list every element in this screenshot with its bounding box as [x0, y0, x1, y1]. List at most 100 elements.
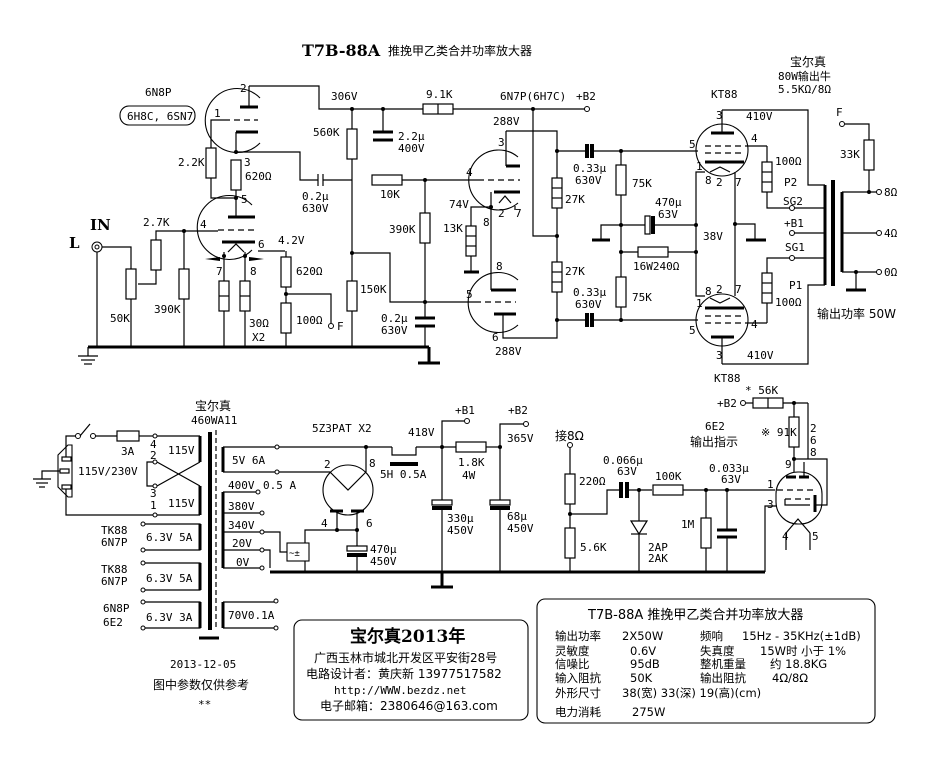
- resistor-label: 1M: [681, 518, 695, 531]
- voltage-label: 365V: [507, 432, 534, 445]
- feedback-out-terminal[interactable]: [839, 121, 845, 127]
- credits-email[interactable]: 电子邮箱：2380646@163.com: [320, 698, 498, 713]
- credits-url[interactable]: http://WWW.bezdz.net: [334, 684, 466, 697]
- voltage-label: 4.2V: [278, 234, 305, 247]
- b1-terminal[interactable]: [789, 230, 795, 236]
- capacitor-label: 450V: [507, 522, 534, 535]
- tap-label: 8Ω: [884, 186, 898, 199]
- pin-label: 4: [751, 318, 758, 331]
- heater-windings: TK88 6N7P 6.3V 5A TK88 6N7P 6.3V 5A 6N8P…: [101, 521, 202, 631]
- tap-0ohm[interactable]: [876, 269, 882, 275]
- capacitor-label: 2.2μ: [398, 130, 425, 143]
- resistor-label: ※ 91K: [761, 426, 797, 439]
- heater-label: 6N7P: [101, 536, 128, 549]
- pin-label: 1: [767, 478, 774, 491]
- sg1-terminal[interactable]: [789, 255, 795, 261]
- spec-key: 输入阻抗: [555, 671, 601, 685]
- fuse-label: 3A: [121, 445, 135, 458]
- b2-supply-terminal[interactable]: [523, 421, 529, 427]
- diode-label: 2AP: [648, 541, 668, 554]
- resistor-100: [280, 302, 292, 334]
- resistor-75k-b: [615, 276, 627, 308]
- resistor-390k-b: [419, 212, 431, 244]
- capacitor-label: 63V: [658, 208, 678, 221]
- tap-4ohm[interactable]: [876, 230, 882, 236]
- potentiometer-50k[interactable]: [125, 268, 137, 300]
- credits-headline: 宝尔真2013年: [350, 626, 465, 647]
- resistor-label: 27K: [565, 265, 585, 278]
- resistor-label: 9.1K: [426, 88, 453, 101]
- heater-spec: 6.3V 3A: [146, 611, 193, 624]
- heater-label: 6E2: [103, 616, 123, 629]
- voltage-label: 306V: [331, 90, 358, 103]
- disclaimer-label: 图中参数仅供参考: [153, 677, 249, 692]
- voltage-label: 288V: [495, 345, 522, 358]
- pin-label: 8: [250, 265, 257, 278]
- pin-label: 3: [498, 136, 505, 149]
- spec-key: 整机重量: [700, 657, 746, 671]
- pin-label: 4: [466, 166, 473, 179]
- stage1-alt-box: [119, 105, 196, 126]
- capacitor-label: 630V: [381, 324, 408, 337]
- b2-label: +B2: [576, 90, 596, 103]
- capacitor-label: 0.2μ: [381, 312, 408, 325]
- spec-value: 95dB: [630, 657, 660, 671]
- pin-label: 2: [150, 449, 157, 462]
- capacitor-label: 450V: [447, 524, 474, 537]
- level-indicator: 接8Ω 220Ω 5.6K 0.066μ 63V 2AP 2AK 100K 1M…: [555, 384, 828, 572]
- spec-value: 约 18.8KG: [770, 657, 827, 671]
- resistor-100-sg2: [761, 161, 773, 193]
- resistor-2.7k: [150, 239, 162, 271]
- feedback-terminal[interactable]: [328, 323, 334, 329]
- diode-2ap: [629, 520, 649, 536]
- indicator-tube-envelope: [775, 471, 823, 525]
- spec-value: 15W时 小于 1%: [760, 644, 846, 658]
- resistor-label: 27K: [565, 193, 585, 206]
- b1-label: +B1: [455, 404, 475, 417]
- resistor-label: 560K: [313, 126, 340, 139]
- resistor-390k: [178, 268, 190, 300]
- spec-value: 275W: [632, 705, 665, 719]
- resistor-label: 5.6K: [580, 541, 607, 554]
- b2-terminal[interactable]: [584, 106, 590, 112]
- indicator-input-terminal[interactable]: [567, 442, 573, 448]
- tube-label: 5Z3PAT X2: [312, 422, 372, 435]
- power-supply: 5Z3PAT X2 2 8 4 6 470μ 450V ~± 5H 0.5A: [264, 404, 765, 589]
- power-switch[interactable]: [79, 423, 91, 437]
- pin-label: 2: [498, 207, 505, 220]
- mains-label: 115V/230V: [78, 465, 138, 478]
- date-label: 2013-12-05: [170, 658, 236, 671]
- tap-8ohm[interactable]: [876, 189, 882, 195]
- voltage-label: 74V: [449, 198, 469, 211]
- stage1-tube-label: 6N8P: [145, 86, 172, 99]
- output-transformer: 宝尔真 80W输出牛 5.5KΩ/8Ω F 33K 8Ω 4Ω 0Ω 输出功率 …: [778, 54, 898, 321]
- spec-key: 电力消耗: [555, 705, 601, 719]
- spec-row: 灵敏度 0.6V 失真度 15W时 小于 1%: [555, 644, 846, 658]
- tap-label: SG1: [785, 241, 805, 254]
- b1-supply-terminal[interactable]: [464, 418, 470, 424]
- heater-label: TK88: [101, 563, 128, 576]
- primary-label: 115V: [168, 497, 195, 510]
- capacitor-label: 63V: [617, 465, 637, 478]
- voltage-label: 410V: [746, 110, 773, 123]
- capacitor-label: 470μ: [370, 543, 397, 556]
- indicator-b2-terminal[interactable]: [740, 400, 746, 406]
- spec-key: 失真度: [700, 644, 735, 658]
- pin-label: 5: [466, 288, 473, 301]
- resistor-label: 13K: [443, 222, 463, 235]
- iec-socket: [57, 444, 73, 498]
- pot-label: 50K: [110, 312, 130, 325]
- stars-label: **: [198, 698, 211, 711]
- output-stage: 0.33μ 630V 0.33μ 630V 75K 75K 470μ 63V 1…: [557, 88, 825, 385]
- secondary-label: 5V 6A: [232, 454, 265, 467]
- secondary-label: 380V: [228, 500, 255, 513]
- resistor-label: 30Ω: [249, 317, 269, 330]
- capacitor-label: 400V: [398, 142, 425, 155]
- resistor-560k: [346, 128, 358, 160]
- spec-key: 信噪比: [555, 657, 590, 671]
- diode-label: 2AK: [648, 552, 668, 565]
- resistor-label: 100K: [655, 470, 682, 483]
- spec-value: 4Ω/8Ω: [772, 671, 808, 685]
- heater-label: 6N7P: [101, 575, 128, 588]
- capacitor-label: 0.066μ: [603, 454, 643, 467]
